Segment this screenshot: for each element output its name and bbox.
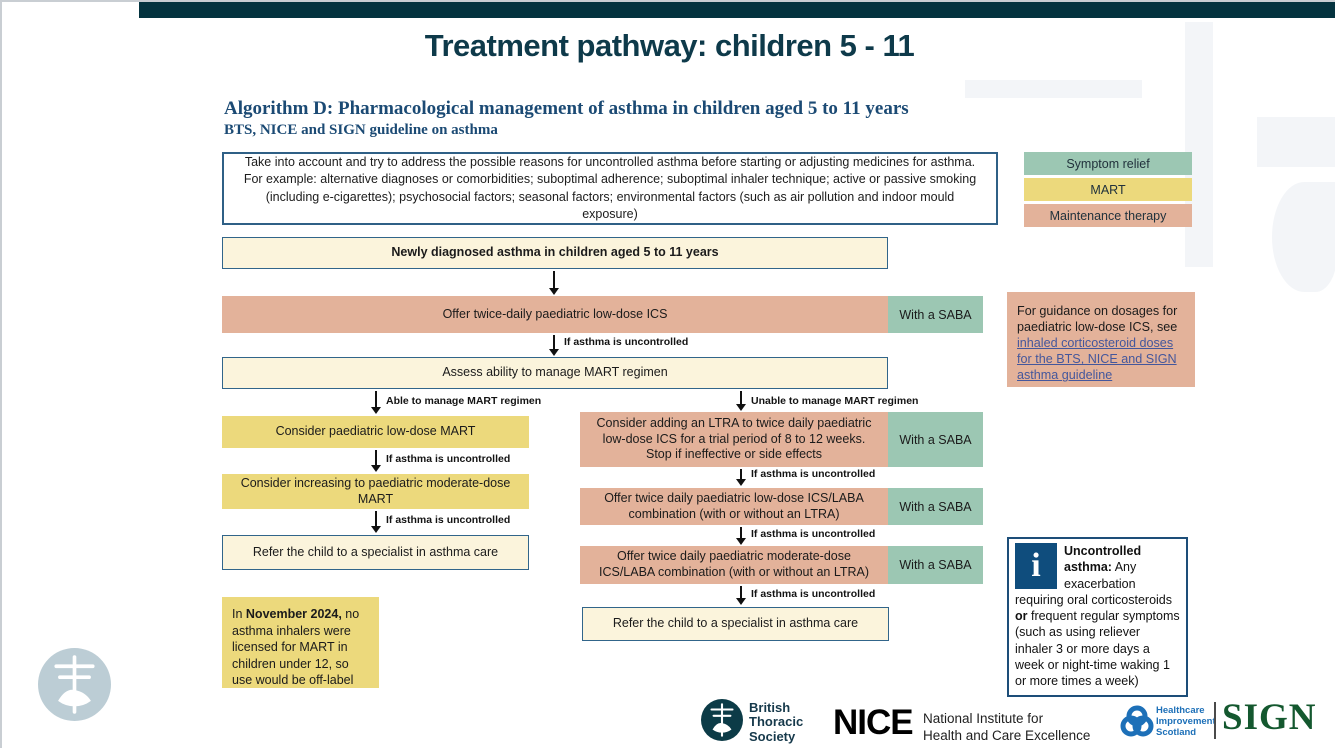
his-line: Healthcare bbox=[1156, 705, 1205, 716]
sign-logo-wordmark: SIGN bbox=[1222, 697, 1317, 738]
november-2024-note: In November 2024, no asthma inhalers wer… bbox=[222, 597, 379, 688]
edge-label-if-uncontrolled: If asthma is uncontrolled bbox=[751, 468, 876, 480]
flow-box-consider-low-mart: Consider paediatric low-dose MART bbox=[222, 416, 529, 448]
dosage-note-text: For guidance on dosages for paediatric l… bbox=[1017, 304, 1178, 335]
edge-label-unable: Unable to manage MART regimen bbox=[751, 395, 919, 407]
edge-label-if-uncontrolled: If asthma is uncontrolled bbox=[386, 453, 511, 465]
flow-box-offer-low-ics: Offer twice-daily paediatric low-dose IC… bbox=[222, 296, 888, 333]
bts-line: Thoracic bbox=[749, 714, 804, 730]
legend-mart: MART bbox=[1024, 178, 1192, 201]
bts-logo-text: British Thoracic Society bbox=[749, 700, 804, 744]
his-logo-text: Healthcare Improvement Scotland bbox=[1156, 705, 1216, 739]
arrow-down-icon bbox=[371, 511, 381, 533]
note-text: no asthma inhalers were licensed for MAR… bbox=[232, 607, 360, 687]
slide-top-bar bbox=[139, 2, 1335, 18]
with-saba-tag: With a SABA bbox=[888, 488, 983, 525]
flow-box-low-ics-laba: Offer twice daily paediatric low-dose IC… bbox=[580, 488, 888, 525]
his-line: Improvement bbox=[1156, 715, 1216, 727]
intro-considerations-box: Take into account and try to address the… bbox=[222, 152, 998, 225]
legend-maintenance-therapy: Maintenance therapy bbox=[1024, 204, 1192, 227]
arrow-down-icon bbox=[371, 450, 381, 472]
edge-label-able: Able to manage MART regimen bbox=[386, 395, 542, 407]
flow-box-consider-moderate-mart: Consider increasing to paediatric modera… bbox=[222, 474, 529, 509]
nice-logo-text: National Institute for Health and Care E… bbox=[923, 710, 1090, 745]
his-logo-icon bbox=[1119, 704, 1155, 740]
his-line: Scotland bbox=[1156, 726, 1197, 738]
with-saba-tag: With a SABA bbox=[888, 296, 983, 333]
info-box-text: frequent regular symptoms (such as using… bbox=[1015, 609, 1180, 688]
dosage-guidance-note: For guidance on dosages for paediatric l… bbox=[1007, 292, 1195, 387]
flow-box-refer-specialist-right: Refer the child to a specialist in asthm… bbox=[582, 607, 889, 641]
page-title: Treatment pathway: children 5 - 11 bbox=[424, 28, 915, 63]
bts-line: Society bbox=[749, 728, 796, 744]
info-icon: i bbox=[1015, 543, 1057, 589]
flow-box-refer-specialist-left: Refer the child to a specialist in asthm… bbox=[222, 535, 529, 570]
watermark-shape bbox=[1257, 117, 1335, 167]
flow-box-newly-diagnosed: Newly diagnosed asthma in children aged … bbox=[222, 237, 888, 269]
edge-label-if-uncontrolled: If asthma is uncontrolled bbox=[386, 514, 511, 526]
flow-box-assess-mart: Assess ability to manage MART regimen bbox=[222, 357, 888, 389]
flow-row-low-ics-laba: Offer twice daily paediatric low-dose IC… bbox=[580, 488, 983, 525]
info-box-body: i Uncontrolled asthma: Any exacerbation … bbox=[1009, 539, 1186, 695]
flow-box-moderate-ics-laba: Offer twice daily paediatric moderate-do… bbox=[580, 546, 888, 584]
legend-symptom-relief: Symptom relief bbox=[1024, 152, 1192, 175]
info-box-title: Uncontrolled asthma: bbox=[1064, 544, 1142, 575]
bts-line: British bbox=[749, 700, 791, 715]
flow-box-ltra-trial: Consider adding an LTRA to twice daily p… bbox=[580, 412, 888, 467]
arrow-down-icon bbox=[371, 391, 381, 414]
algorithm-heading: Algorithm D: Pharmacological management … bbox=[224, 98, 909, 119]
ics-doses-link[interactable]: inhaled corticosteroid doses for the BTS… bbox=[1017, 336, 1177, 383]
flow-row-ltra-trial: Consider adding an LTRA to twice daily p… bbox=[580, 412, 983, 467]
guideline-subheading: BTS, NICE and SIGN guideline on asthma bbox=[224, 122, 498, 138]
edge-label-if-uncontrolled: If asthma is uncontrolled bbox=[751, 588, 876, 600]
bts-watermark-icon bbox=[38, 648, 111, 721]
info-box-text: Any exacerbation requiring oral corticos… bbox=[1015, 560, 1173, 607]
arrow-down-icon bbox=[736, 391, 746, 411]
with-saba-tag: With a SABA bbox=[888, 412, 983, 467]
arrow-down-icon bbox=[736, 469, 746, 486]
note-text: In bbox=[232, 607, 246, 621]
arrow-down-icon bbox=[549, 271, 559, 295]
with-saba-tag: With a SABA bbox=[888, 546, 983, 584]
nice-line: National Institute for bbox=[923, 711, 1044, 726]
footer-logo-divider bbox=[1214, 702, 1216, 739]
edge-label-if-uncontrolled: If asthma is uncontrolled bbox=[751, 528, 876, 540]
watermark-shape bbox=[965, 80, 1142, 98]
note-bold-date: November 2024, bbox=[245, 607, 342, 621]
nice-line: Health and Care Excellence bbox=[923, 728, 1091, 744]
edge-label-if-uncontrolled: If asthma is uncontrolled bbox=[564, 336, 689, 348]
bts-logo-icon bbox=[701, 699, 743, 741]
arrow-down-icon bbox=[736, 586, 746, 605]
watermark-shape bbox=[1272, 182, 1335, 292]
nice-logo-wordmark: NICE bbox=[833, 703, 914, 742]
flow-row-offer-low-ics: Offer twice-daily paediatric low-dose IC… bbox=[222, 296, 983, 333]
arrow-down-icon bbox=[549, 335, 559, 356]
info-box-bold-or: or bbox=[1015, 609, 1028, 623]
flow-row-moderate-ics-laba: Offer twice daily paediatric moderate-do… bbox=[580, 546, 983, 584]
arrow-down-icon bbox=[736, 527, 746, 545]
uncontrolled-asthma-info-box: i Uncontrolled asthma: Any exacerbation … bbox=[1007, 537, 1188, 698]
